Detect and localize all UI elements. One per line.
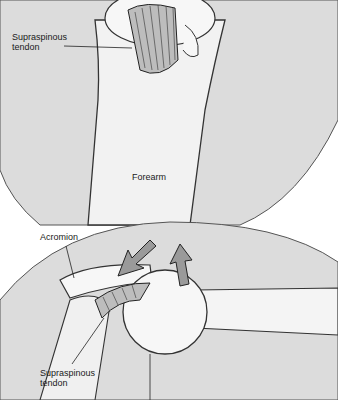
part-label: Supraspinous tendon [40,368,98,388]
force-arrow [118,240,156,276]
top-panel [0,0,338,225]
tendon-striations [103,285,136,312]
force-arrow [170,244,192,286]
leader-line [66,246,74,278]
bone-process [183,25,198,57]
tendon-bottom [95,283,150,318]
leader-line [150,354,151,400]
humeral-head [123,270,207,354]
humerus-shaft [195,288,338,335]
tendon-top [128,4,178,73]
part-label: Supraspinous tendon [12,32,70,52]
part-label: Forearm [132,172,192,182]
leader-line [72,318,104,364]
tendon-striations [135,5,175,70]
bottom-panel [0,222,338,400]
leader-line [64,46,132,48]
part-label: Acromion [40,232,100,242]
